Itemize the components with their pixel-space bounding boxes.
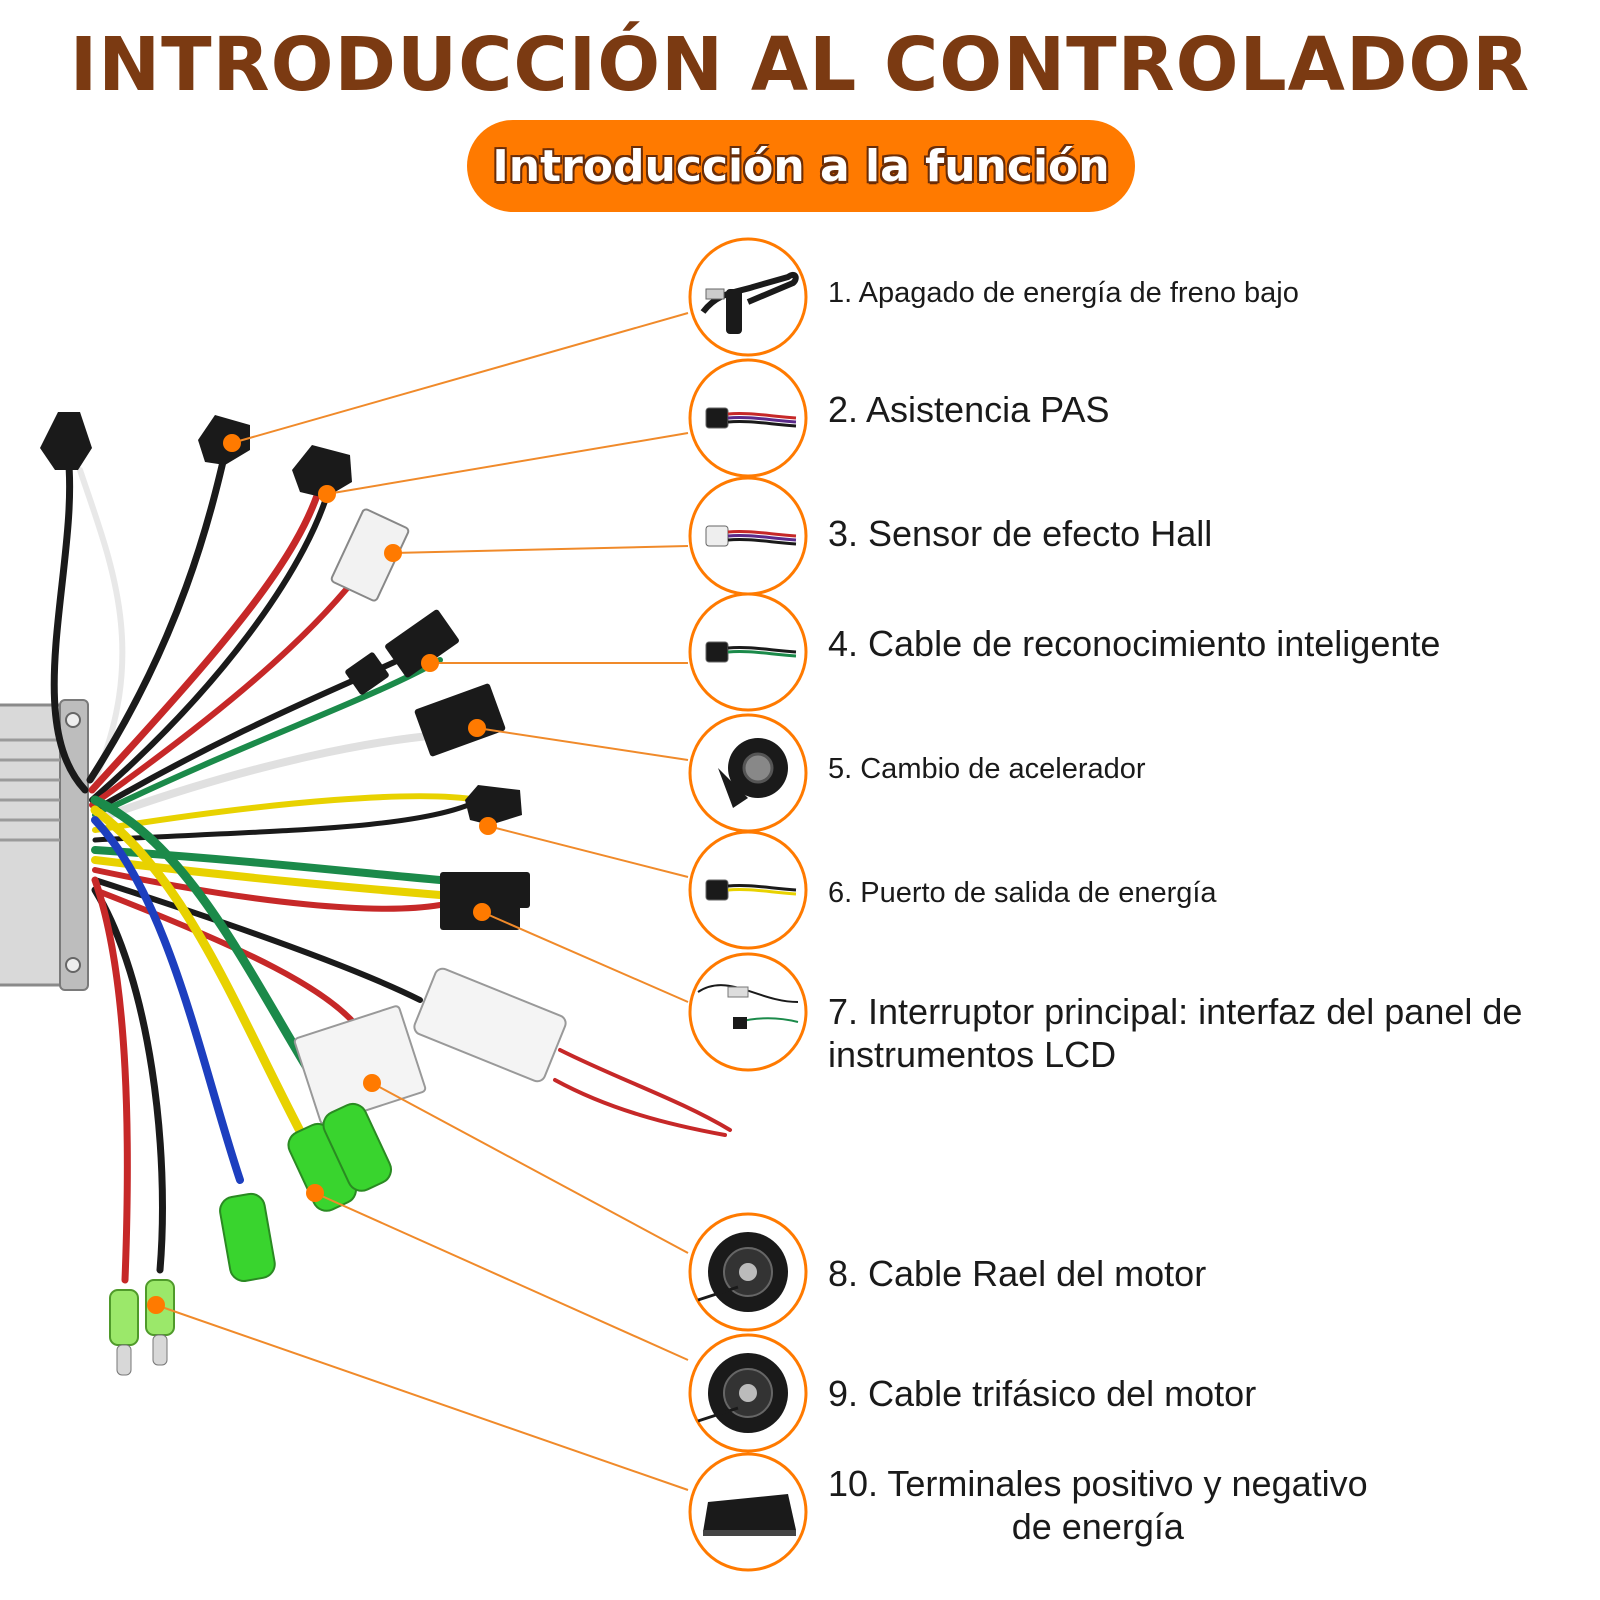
icon-frame xyxy=(688,952,808,1072)
hall-connector-icon xyxy=(688,476,808,596)
hub-motor-icon xyxy=(688,1333,808,1453)
connector-markers xyxy=(147,434,497,1314)
item-label-line: 9. Cable trifásico del motor xyxy=(828,1373,1257,1414)
item-label-line: instrumentos LCD xyxy=(828,1034,1117,1076)
item-label-line: 10. Terminales positivo y negativo xyxy=(828,1463,1368,1504)
item-label-6: 6. Puerto de salida de energía xyxy=(828,876,1217,911)
item-label-line: 4. Cable de reconocimiento inteligente xyxy=(828,623,1441,664)
item-label-7: 7. Interruptor principal: interfaz del p… xyxy=(828,990,1522,1076)
item-label-3: 3. Sensor de efecto Hall xyxy=(828,512,1212,555)
pas-connector-icon xyxy=(688,358,808,478)
item-label-line: 8. Cable Rael del motor xyxy=(828,1253,1207,1294)
page-title: INTRODUCCIÓN AL CONTROLADOR xyxy=(69,22,1531,108)
leader-lines xyxy=(155,312,689,1491)
brake-lever-icon xyxy=(688,237,808,357)
controller-box xyxy=(0,699,89,991)
item-label-line: de energía xyxy=(1011,1506,1184,1548)
power-port-icon xyxy=(688,830,808,950)
icon-frame xyxy=(688,237,808,357)
item-label-1: 1. Apagado de energía de freno bajo xyxy=(828,276,1299,311)
item-label-4: 4. Cable de reconocimiento inteligente xyxy=(828,622,1440,665)
item-label-9: 9. Cable trifásico del motor xyxy=(828,1372,1256,1415)
thumb-throttle-icon xyxy=(688,713,808,833)
item-label-line: 6. Puerto de salida de energía xyxy=(828,877,1217,909)
item-label-2: 2. Asistencia PAS xyxy=(828,388,1109,431)
subtitle-pill: Introducción a la función xyxy=(467,120,1135,212)
item-label-line: 1. Apagado de energía de freno bajo xyxy=(828,277,1299,309)
item-label-line: 5. Cambio de acelerador xyxy=(828,753,1146,785)
item-label-line: 7. Interruptor principal: interfaz del p… xyxy=(828,991,1523,1032)
hub-motor-icon xyxy=(688,1212,808,1332)
item-label-5: 5. Cambio de acelerador xyxy=(828,752,1146,787)
icon-column xyxy=(688,237,808,1572)
smart-cable-icon xyxy=(688,592,808,712)
item-label-line: 2. Asistencia PAS xyxy=(828,389,1110,430)
battery-icon xyxy=(688,1452,808,1572)
main-switch-icon xyxy=(688,952,808,1072)
item-label-8: 8. Cable Rael del motor xyxy=(828,1252,1206,1295)
subtitle: Introducción a la función xyxy=(492,140,1110,192)
item-label-line: 3. Sensor de efecto Hall xyxy=(828,513,1213,554)
connectors xyxy=(40,412,567,1376)
